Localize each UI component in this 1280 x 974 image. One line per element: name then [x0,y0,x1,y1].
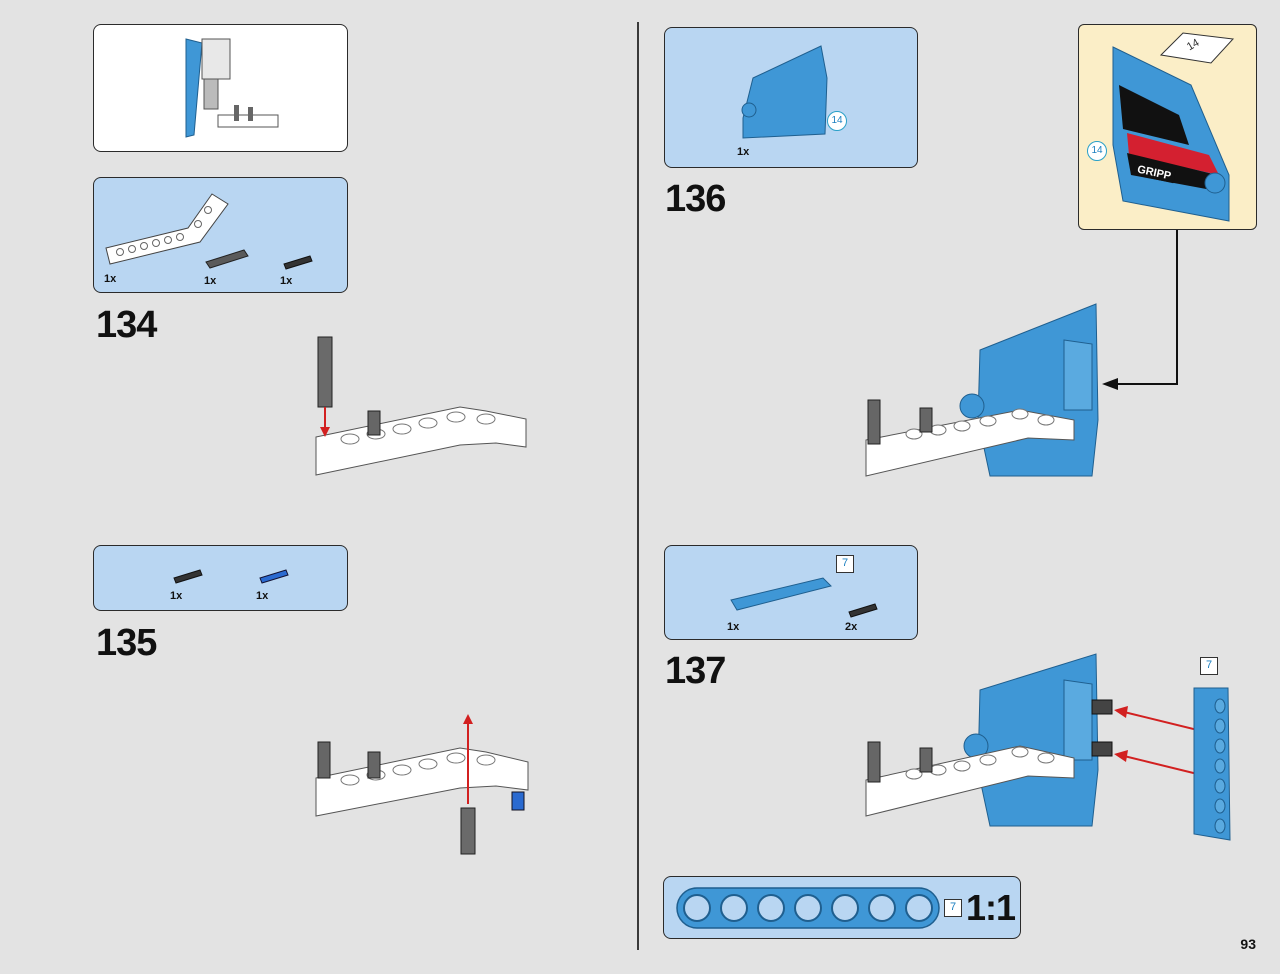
blue-beam-7-part [1193,687,1231,841]
step-134-assembly [315,336,527,476]
sticker-callout: 14 [1087,141,1107,161]
parts-callout-134: 1x 1x 1x [93,177,348,293]
parts-callout-137: 7 1x 2x [664,545,918,640]
part-qty: 1x [727,621,740,633]
axle-pin-blue-icon [259,569,289,584]
blue-beam-icon [730,577,832,611]
friction-pin-icon [848,603,878,618]
step-136-assembly [865,303,1099,477]
beam-length-tag: 7 [836,555,854,573]
step-135-assembly [315,714,529,855]
blue-fairing-panel-icon [741,45,828,139]
friction-pin-icon [283,255,313,270]
sticker-panel-illustration [1112,32,1235,222]
part-qty: 1x [280,275,293,287]
part-qty: 1x [104,273,117,285]
sticker-application-inset: GRIPP 14 14 [1078,24,1257,230]
part-qty: 1x [737,146,750,158]
friction-pin-icon [173,569,203,584]
step-number: 137 [665,650,726,692]
parts-callout-135: 1x 1x [93,545,348,611]
step-number: 135 [96,622,157,664]
scale-ruler-box: 7 1:1 [663,876,1021,939]
bent-liftarm-icon [105,193,229,265]
page-number: 93 [1240,936,1256,952]
step-number: 136 [665,178,726,220]
part-qty: 1x [204,275,217,287]
step-number: 134 [96,304,157,346]
callout-connector-arrow [1102,230,1178,390]
part-qty: 1x [170,590,183,602]
submodel-preview [93,24,348,152]
step-137-assembly [865,653,1113,827]
beam-length-tag: 7 [1200,657,1218,675]
scale-length-tag: 7 [944,899,962,917]
parts-callout-136: 14 1x [664,27,918,168]
sticker-callout: 14 [827,111,847,131]
axle-pin-icon [205,249,249,269]
submodel-illustration [185,38,279,138]
scale-beam [676,887,940,929]
column-divider [637,22,639,950]
part-qty: 1x [256,590,269,602]
scale-label: 1:1 [966,887,1016,928]
part-qty: 2x [845,621,858,633]
